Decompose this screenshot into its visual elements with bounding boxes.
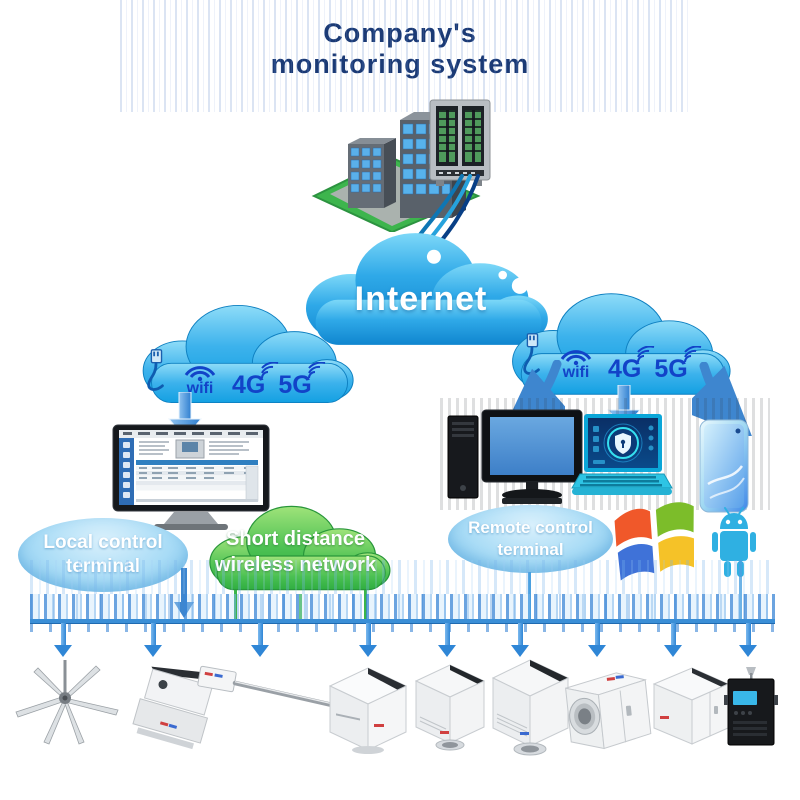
label-line: terminal bbox=[497, 540, 564, 559]
down-arrow-icon bbox=[144, 623, 162, 659]
4g-badge: 4G bbox=[608, 346, 655, 383]
5g-label: 5G bbox=[278, 371, 312, 399]
device-axial-fan-unit bbox=[565, 672, 652, 750]
page-title: Company's monitoring system bbox=[0, 18, 800, 80]
wifi-badge: wifi bbox=[181, 361, 219, 397]
title-line-1: Company's bbox=[0, 18, 800, 49]
wifi-label: wifi bbox=[562, 364, 590, 381]
device-temperature-probe-sensor bbox=[197, 665, 344, 710]
desktop-pc-icon bbox=[447, 409, 583, 504]
wifi-label: wifi bbox=[186, 380, 214, 397]
short-distance-cloud-label: Short distance wireless network bbox=[188, 500, 403, 596]
bus-line bbox=[30, 619, 775, 624]
remote-control-terminal-label: Remote control terminal bbox=[448, 505, 613, 573]
device-equipment-box bbox=[652, 667, 730, 745]
5g-label: 5G bbox=[654, 355, 688, 383]
label-line: Short distance bbox=[226, 528, 365, 550]
label-line: Remote control bbox=[468, 518, 593, 537]
bus-ticks bbox=[30, 624, 775, 632]
left-access-cloud: wifi 4G 5G bbox=[122, 298, 364, 410]
down-arrow-icon bbox=[511, 623, 529, 659]
5g-badge: 5G bbox=[278, 362, 325, 399]
device-control-cabinet bbox=[724, 667, 778, 746]
signal-arcs-icon bbox=[307, 362, 325, 379]
wifi-badge: wifi bbox=[557, 345, 595, 381]
down-arrow-icon bbox=[438, 623, 456, 659]
green-cloud-icon bbox=[209, 505, 391, 591]
laptop-security-icon bbox=[571, 414, 673, 495]
cloud-icon bbox=[305, 233, 548, 345]
local-control-terminal-label: Local control terminal bbox=[18, 518, 188, 592]
4g-badge: 4G bbox=[232, 362, 279, 399]
signal-arcs-icon bbox=[683, 346, 701, 363]
right-access-cloud: wifi 4G 5G bbox=[490, 286, 742, 402]
internet-cloud: Internet bbox=[292, 214, 550, 364]
blue-connector-line bbox=[739, 560, 742, 619]
device-duct-fan-unit bbox=[132, 666, 215, 750]
bus-connector-comb bbox=[30, 594, 775, 621]
texture-streaks-top bbox=[120, 0, 690, 112]
title-line-2: monitoring system bbox=[0, 49, 800, 80]
texture-streaks-bus bbox=[30, 560, 775, 594]
device-air-handling-unit bbox=[414, 664, 486, 751]
android-logo-icon bbox=[712, 507, 756, 577]
label-line: Local control bbox=[43, 532, 163, 553]
down-arrow-icon bbox=[739, 623, 757, 659]
device-hvls-ceiling-fan bbox=[15, 660, 119, 745]
signal-arcs-icon bbox=[261, 362, 279, 379]
wifi-icon bbox=[184, 366, 216, 381]
smartphone-icon bbox=[699, 419, 749, 513]
down-arrow-icon bbox=[588, 623, 606, 659]
down-arrow-icon bbox=[359, 623, 377, 659]
down-arrow-icon bbox=[664, 623, 682, 659]
device-air-handling-unit-large bbox=[491, 659, 570, 756]
wifi-icon bbox=[560, 350, 592, 365]
monitor-software-icon bbox=[112, 424, 270, 530]
internet-label: Internet bbox=[354, 280, 488, 318]
4g-label: 4G bbox=[232, 371, 266, 399]
device-ceiling-cassette-unit bbox=[328, 667, 408, 754]
down-arrow-icon bbox=[54, 623, 72, 659]
4g-label: 4G bbox=[608, 355, 642, 383]
ethernet-plug-icon bbox=[147, 349, 164, 391]
signal-arcs-icon bbox=[637, 346, 655, 363]
label-line: terminal bbox=[66, 555, 140, 579]
5g-badge: 5G bbox=[654, 346, 701, 383]
server-rack-icon bbox=[429, 99, 491, 186]
label-line: wireless network bbox=[188, 552, 403, 578]
curved-down-arrow-icon bbox=[692, 362, 752, 436]
windows-logo-icon bbox=[614, 502, 695, 581]
down-arrow-icon bbox=[251, 623, 269, 659]
cloud-icon bbox=[512, 293, 731, 395]
